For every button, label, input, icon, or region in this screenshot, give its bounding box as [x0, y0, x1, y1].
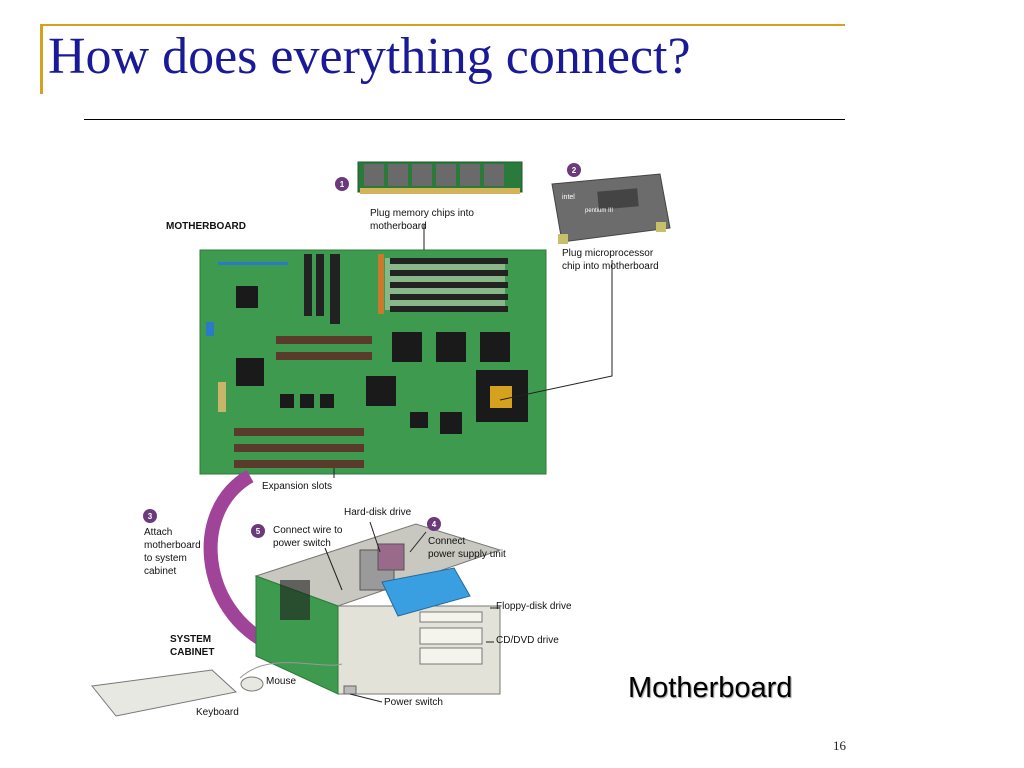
page-number: 16 [833, 738, 846, 753]
cpu-model-text: pentium III [585, 208, 613, 214]
attach-label-line1: Attach [144, 527, 173, 538]
motherboard-label: MOTHERBOARD [166, 221, 246, 232]
power-switch-label: Power switch [384, 697, 443, 708]
motherboard-board-image [199, 249, 547, 475]
floppy-label: Floppy-disk drive [496, 601, 572, 612]
memory-module-image [357, 161, 523, 194]
hard-disk-label: Hard-disk drive [344, 507, 412, 518]
wire-label-line1: Connect wire to [273, 525, 343, 536]
step-badges [143, 163, 581, 538]
wire-label-line2: power switch [273, 538, 331, 549]
step-1-number: 1 [340, 180, 345, 189]
title-accent-line [40, 24, 845, 26]
motherboard-diagram: intel pentium III [80, 150, 700, 730]
title-accent-bar [40, 24, 43, 94]
step-5-number: 5 [256, 527, 261, 536]
memory-label: Plug memory chips into motherboard [370, 208, 474, 232]
cpu-cartridge-image: intel pentium III [551, 173, 671, 244]
slide-caption: Motherboard [628, 672, 793, 704]
slide-title: How does everything connect? [48, 28, 691, 85]
keyboard-image [91, 669, 238, 717]
diagram-illustration: intel pentium III [91, 161, 671, 717]
attach-label-line2: motherboard [144, 540, 201, 551]
step-2-number: 2 [572, 166, 577, 175]
processor-label: Plug microprocessor chip into motherboar… [562, 248, 659, 272]
system-cabinet-image [254, 523, 502, 695]
attach-label-line4: cabinet [144, 566, 177, 577]
step-4-number: 4 [432, 520, 437, 529]
mouse-image [239, 662, 343, 692]
psu-label-line1: Connect [428, 536, 466, 547]
title-rule [84, 119, 845, 120]
cpu-brand-text: intel [562, 194, 575, 201]
cddvd-label: CD/DVD drive [496, 635, 559, 646]
psu-label-line2: power supply unit [428, 549, 506, 560]
expansion-slots-label: Expansion slots [262, 481, 333, 492]
system-cabinet-label-line1: SYSTEM [170, 634, 212, 645]
mouse-label: Mouse [266, 676, 297, 687]
attach-arrow [203, 469, 274, 651]
attach-label-line3: to system [144, 553, 187, 564]
step-3-number: 3 [148, 512, 153, 521]
keyboard-label: Keyboard [196, 707, 239, 718]
system-cabinet-label-line2: CABINET [170, 647, 215, 658]
